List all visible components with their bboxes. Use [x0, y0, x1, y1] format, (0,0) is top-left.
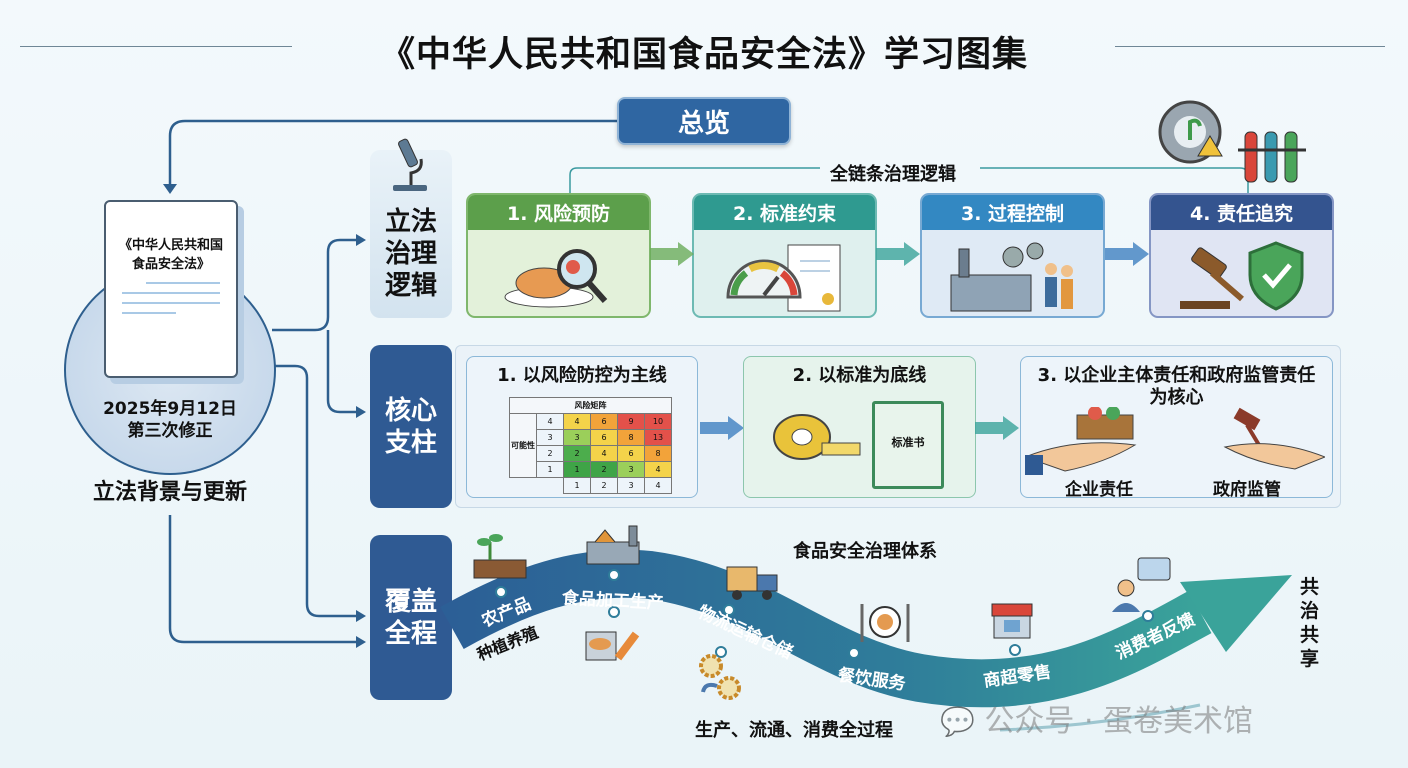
step-title: 2. 标准约束: [694, 195, 875, 230]
consumer-feedback-icon: [1112, 557, 1171, 612]
row-label-logic-text: 立法治理逻辑: [385, 207, 438, 301]
title-rule-right: [1115, 46, 1385, 47]
step-card-standards: 2. 标准约束: [692, 193, 877, 318]
row-label-coverage-text: 覆盖全程: [384, 586, 437, 649]
matrix-cell: 6: [590, 413, 618, 430]
pillar-title: 1. 以风险防控为主线: [497, 365, 667, 386]
watermark: 💬 公众号 · 蛋卷美术馆: [940, 696, 1253, 740]
matrix-cell: 2: [563, 445, 591, 462]
overview-connector: [168, 119, 617, 188]
pillar-title: 2. 以标准为底线: [792, 365, 927, 386]
measuring-tape-icon: [773, 414, 861, 460]
process-caption: 生产、流通、消费全过程: [695, 720, 893, 741]
gears-cycle-icon: [699, 654, 741, 700]
lab-equipment-icon: [1158, 100, 1306, 183]
matrix-ylabel: 可能性: [509, 413, 537, 478]
step-card-process-control: 3. 过程控制: [920, 193, 1105, 318]
step-arrow: [650, 242, 694, 266]
page-title: 《中华人民共和国食品安全法》学习图集: [379, 35, 1028, 75]
matrix-cell: 10: [644, 413, 672, 430]
enterprise-responsibility-label: 企业责任: [1065, 480, 1133, 500]
government-supervision-label: 政府监管: [1213, 480, 1281, 500]
step-card-accountability: 4. 责任追究: [1149, 193, 1334, 318]
pillar-title: 3. 以企业主体责任和政府监管责任为核心: [1037, 365, 1316, 408]
step-card-risk-prevention: 1. 风险预防: [466, 193, 651, 318]
row-label-pillars-text: 核心支柱: [384, 395, 437, 458]
standards-certificate: 标准书: [872, 401, 944, 489]
pillar-responsibility: 3. 以企业主体责任和政府监管责任为核心 企业责任 政府监管: [1020, 356, 1333, 500]
delivery-truck-icon: [726, 566, 778, 600]
row-label-pillars: 核心支柱: [370, 345, 452, 508]
factory-icon: [586, 525, 640, 565]
pillar-arrow: [700, 416, 744, 440]
matrix-cell: 6: [590, 429, 618, 446]
matrix-cell: 9: [617, 413, 645, 430]
gavel-shield-icon: [1179, 241, 1303, 311]
wechat-icon: 💬: [940, 705, 975, 738]
watermark-text: 公众号 · 蛋卷美术馆: [984, 704, 1254, 739]
step-arrow: [1105, 242, 1149, 266]
matrix-col-label: 3: [617, 477, 645, 494]
matrix-col-label: 4: [644, 477, 672, 494]
store-icon: [991, 603, 1033, 639]
document-title: 《中华人民共和国食品安全法》: [118, 238, 223, 272]
revision-info: 2025年9月12日 第三次修正: [70, 398, 270, 442]
dining-icon: [860, 604, 910, 642]
step-title: 4. 责任追究: [1151, 195, 1332, 230]
row-label-logic: 立法治理逻辑: [370, 150, 452, 318]
matrix-cell: 4: [563, 413, 591, 430]
pillar-standards: 2. 以标准为底线 标准书: [743, 356, 976, 498]
matrix-col-label: 1: [563, 477, 591, 494]
hands-icon: [1025, 407, 1325, 475]
step-arrow: [876, 242, 920, 266]
matrix-cell: 4: [590, 445, 618, 462]
processed-food-icon: [585, 631, 640, 661]
revision-date: 2025年9月12日: [103, 399, 237, 419]
factory-workers-icon: [950, 242, 1073, 312]
process-title: 食品安全治理体系: [793, 541, 937, 562]
chain-title: 全链条治理逻辑: [830, 164, 956, 185]
co-governance-label: 共治共享: [1300, 576, 1320, 670]
gauge-document-icon: [725, 244, 840, 312]
step-title: 1. 风险预防: [468, 195, 649, 230]
matrix-cell: 13: [644, 429, 672, 446]
stage-food-processing: 食品加工生产: [561, 588, 665, 614]
certificate-text: 标准书: [891, 436, 925, 449]
step-title: 3. 过程控制: [922, 195, 1103, 230]
microscope-icon: [393, 138, 427, 191]
matrix-cell: 6: [617, 445, 645, 462]
matrix-cell: 2: [590, 461, 618, 478]
overview-button[interactable]: 总览: [617, 97, 791, 145]
food-inspection-icon: [504, 249, 607, 308]
pillar-arrow: [975, 416, 1019, 440]
row-label-coverage: 覆盖全程: [370, 535, 452, 700]
background-label: 立法背景与更新: [92, 480, 247, 505]
title-rule-left: [20, 46, 292, 47]
matrix-cell: 8: [617, 429, 645, 446]
law-document-icon: 《中华人民共和国食品安全法》: [104, 200, 238, 378]
revision-label: 第三次修正: [127, 421, 213, 441]
plant-soil-icon: [473, 534, 527, 579]
